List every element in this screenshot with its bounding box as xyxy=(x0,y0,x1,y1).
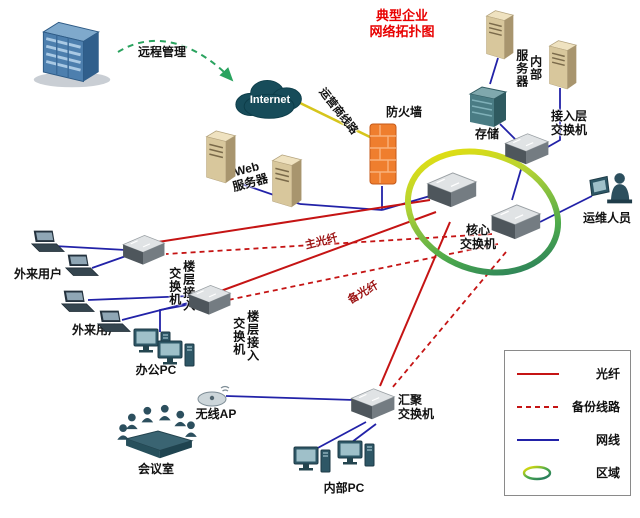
core-switch-label: 核心 交换机 xyxy=(459,223,496,251)
storage-label: 存储 xyxy=(474,127,499,141)
access-switch-label: 接入层 交换机 xyxy=(551,109,588,137)
laptop-icon xyxy=(28,228,66,256)
legend-label-zone: 区域 xyxy=(595,466,620,480)
core-zone-ring xyxy=(404,148,562,276)
internal-server-icon xyxy=(480,8,518,60)
carrier-line xyxy=(297,100,373,140)
internal-pc-icon xyxy=(336,438,376,472)
fiber-lines xyxy=(157,199,451,387)
legend: 光纤 备份线路 网线 区域 xyxy=(504,350,631,496)
legend-label-lan: 网线 xyxy=(595,433,620,447)
conference-table-icon xyxy=(114,402,202,464)
laptop-icon xyxy=(94,308,132,336)
legend-item-lan: 网线 xyxy=(515,431,620,448)
storage-icon xyxy=(464,82,510,128)
lan-line-sample xyxy=(517,438,559,441)
internal-pc-label: 内部PC xyxy=(323,481,365,495)
remote-mgmt-label: 远程管理 xyxy=(138,45,187,59)
floor-switch-icon xyxy=(186,282,232,318)
firewall-label: 防火墙 xyxy=(385,105,422,119)
laptop-icon xyxy=(58,288,96,316)
core-switch-icon xyxy=(424,168,478,212)
fiber-line-sample xyxy=(517,372,559,375)
web-server-icon xyxy=(266,152,306,208)
backup-line-sample xyxy=(517,405,559,408)
legend-item-backup: 备份线路 xyxy=(515,398,620,415)
remote-management-line xyxy=(117,40,234,82)
internal-server-icon xyxy=(543,38,581,90)
floor-switch-icon xyxy=(120,232,166,268)
zone-ring-sample xyxy=(522,465,552,480)
office-pc-icon xyxy=(156,338,196,372)
legend-item-zone: 区域 xyxy=(515,464,620,481)
core-switch-icon xyxy=(488,200,542,244)
agg-switch-label: 汇聚 交换机 xyxy=(398,393,435,421)
office-building-icon xyxy=(30,12,114,90)
legend-label-backup: 备份线路 xyxy=(571,400,620,414)
legend-label-fiber: 光纤 xyxy=(595,367,620,381)
internal-pc-icon xyxy=(292,444,332,478)
internal-servers-label: 内部 服务器 xyxy=(514,48,543,88)
legend-item-fiber: 光纤 xyxy=(515,365,620,382)
internet-cloud-icon: Internet xyxy=(228,74,312,122)
wireless-ap-icon xyxy=(196,382,232,408)
external-users-1-label: 外来用户 xyxy=(13,267,62,281)
wireless-ap-label: 无线AP xyxy=(195,407,237,421)
floor-switch-2-label: 楼层接入 交换机 xyxy=(231,310,260,362)
ops-staff-label: 运维人员 xyxy=(582,211,631,225)
lan-lines xyxy=(53,57,593,451)
meeting-room-label: 会议室 xyxy=(137,462,174,476)
firewall-icon xyxy=(368,122,398,186)
office-pc-label: 办公PC xyxy=(135,363,177,377)
internet-label: Internet xyxy=(249,94,291,106)
access-switch-icon xyxy=(502,130,550,168)
laptop-icon xyxy=(62,252,100,280)
web-server-icon xyxy=(200,128,240,184)
diagram-title: 典型企业 网络拓扑图 xyxy=(369,8,435,40)
ops-person-icon xyxy=(588,166,634,210)
agg-switch-icon xyxy=(348,384,396,424)
